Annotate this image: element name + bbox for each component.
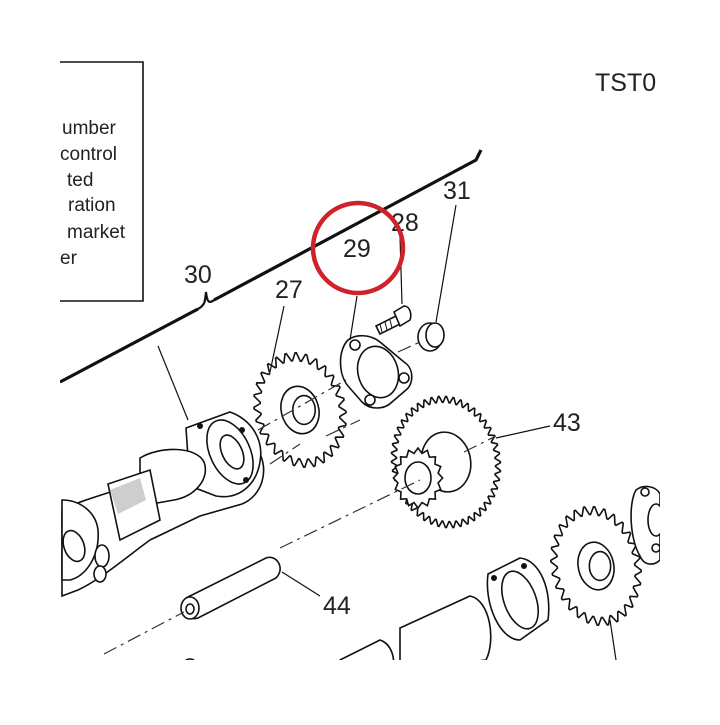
callout-29: 29 <box>343 235 371 263</box>
axis-lines <box>103 341 497 655</box>
assembly-bracket <box>60 149 483 384</box>
diagram-code: TST0 <box>595 69 656 97</box>
note-line-5: market <box>67 222 126 243</box>
callout-30: 30 <box>184 261 212 289</box>
note-line-6: er <box>60 248 78 269</box>
note-line-2: control <box>60 144 117 165</box>
retainer-plate-29 <box>339 334 413 409</box>
camshaft-upper <box>61 411 265 598</box>
note-line-4: ration <box>68 195 116 216</box>
callout-31: 31 <box>443 177 471 205</box>
note-line-3: ted <box>67 170 93 191</box>
note-box: umber control ted ration market er <box>60 61 144 302</box>
retainer-plate-lower <box>630 485 660 565</box>
callout-43: 43 <box>553 409 581 437</box>
camshaft-lower <box>185 557 550 660</box>
spLow-bore <box>588 550 612 582</box>
callout-44: 44 <box>323 592 351 620</box>
washer-31 <box>417 322 445 352</box>
gear-43-pinion-bore <box>404 461 432 495</box>
shaft-44 <box>180 556 281 620</box>
callout-27: 27 <box>275 276 303 304</box>
highlight-ring <box>310 200 406 296</box>
note-line-1: umber <box>62 118 117 139</box>
sprocket-lower <box>550 505 642 627</box>
sprocket-27 <box>253 351 347 469</box>
gear-43 <box>390 395 502 529</box>
bolt-28 <box>374 305 412 336</box>
